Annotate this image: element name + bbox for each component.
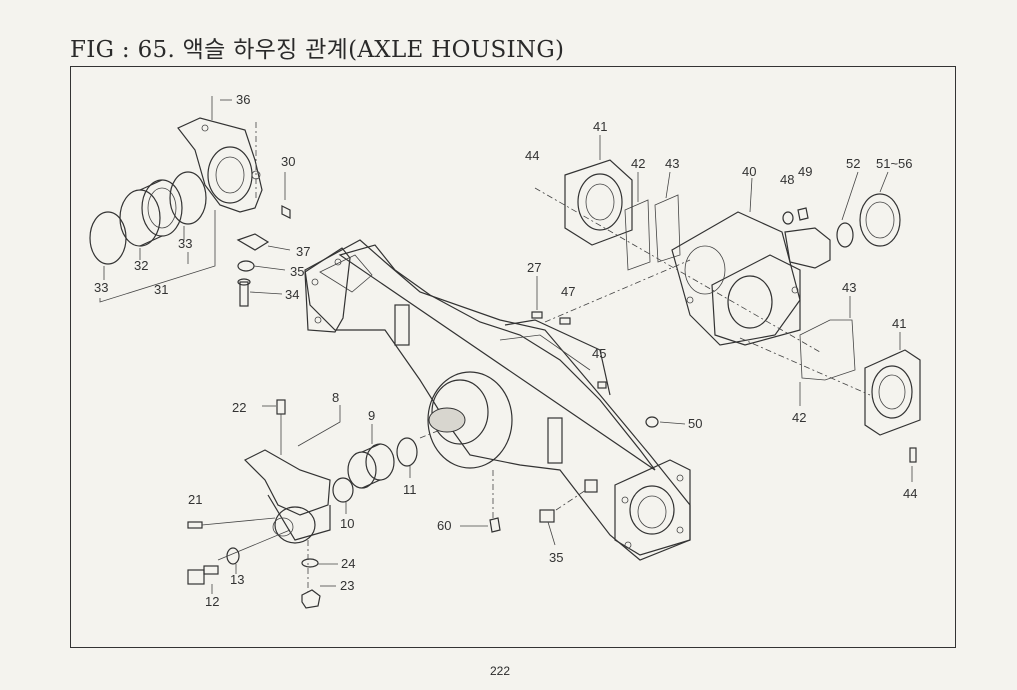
- callout-9: 9: [368, 408, 375, 423]
- callout-10: 10: [340, 516, 354, 531]
- callout-40: 40: [742, 164, 756, 179]
- bushing-9: [347, 443, 395, 489]
- callout-21: 21: [188, 492, 202, 507]
- callout-42-upper: 42: [631, 156, 645, 171]
- callout-24: 24: [341, 556, 355, 571]
- bolt-12: [187, 565, 219, 585]
- pin-21: [187, 521, 203, 529]
- gasket-43-lower: [799, 319, 856, 381]
- callout-35: 35: [290, 264, 304, 279]
- differential-carrier-40: [671, 211, 801, 346]
- plug-50: [645, 416, 659, 428]
- callout-labels: 36 30 37 35 34 33 33 32 31 27 44 41 42 4…: [94, 92, 917, 609]
- trunnion-bracket-assembly: [177, 117, 263, 213]
- callout-13: 13: [230, 572, 244, 587]
- pin-22: [276, 399, 286, 415]
- plug-45: [597, 381, 607, 389]
- callout-44-upper: 44: [525, 148, 539, 163]
- bolt-47: [559, 317, 571, 325]
- callout-31: 31: [154, 282, 168, 297]
- callout-30: 30: [281, 154, 295, 169]
- callout-34: 34: [285, 287, 299, 302]
- axle-housing-body: [304, 239, 691, 561]
- callout-33-left: 33: [94, 280, 108, 295]
- washer-37: [236, 233, 270, 251]
- gasket-42-upper: [624, 199, 651, 271]
- callout-27: 27: [527, 260, 541, 275]
- callout-43-upper: 43: [665, 156, 679, 171]
- callout-22: 22: [232, 400, 246, 415]
- callout-47: 47: [561, 284, 575, 299]
- support-bracket-8: [243, 449, 331, 544]
- callout-50: 50: [688, 416, 702, 431]
- callout-49: 49: [798, 164, 812, 179]
- callout-52: 52: [846, 156, 860, 171]
- callout-48: 48: [780, 172, 794, 187]
- plug-60: [489, 517, 501, 533]
- bearing-ring-33-right: [169, 171, 207, 225]
- callout-32: 32: [134, 258, 148, 273]
- figure-title: FIG : 65. 액슬 하우징 관계(AXLE HOUSING): [70, 37, 565, 63]
- left-end-flange: [304, 247, 351, 333]
- bushing-32: [119, 179, 183, 247]
- callout-41-lower: 41: [892, 316, 906, 331]
- callout-41-upper: 41: [593, 119, 607, 134]
- ring-10: [332, 477, 354, 503]
- callout-42-lower: 42: [792, 410, 806, 425]
- callout-60: 60: [437, 518, 451, 533]
- callout-51-56: 51~56: [876, 156, 913, 171]
- callout-43-lower: 43: [842, 280, 856, 295]
- cover-plate-41-upper: [564, 159, 633, 246]
- page-number: 222: [490, 664, 511, 678]
- callout-45: 45: [592, 346, 606, 361]
- cover-plate-41-lower: [864, 349, 921, 436]
- right-end-flange: [614, 459, 691, 556]
- bolt-44-lower: [909, 447, 917, 463]
- washer-13: [226, 547, 240, 565]
- callout-12: 12: [205, 594, 219, 609]
- pinion-shaft-52: [784, 222, 854, 269]
- ring-11: [396, 437, 418, 467]
- callout-37: 37: [296, 244, 310, 259]
- callout-35-lower: 35: [549, 550, 563, 565]
- callout-8: 8: [332, 390, 339, 405]
- bolt-35-lower: [539, 479, 598, 523]
- bolt-48: [782, 211, 794, 225]
- drawing-frame: [70, 66, 956, 648]
- gasket-43-upper: [654, 194, 681, 263]
- pin-30: [281, 205, 291, 219]
- callout-23: 23: [340, 578, 354, 593]
- oil-seal-51-56: [859, 193, 901, 247]
- stud-27: [531, 311, 543, 319]
- nut-49: [797, 207, 809, 221]
- callout-11: 11: [403, 482, 417, 497]
- washer-35: [237, 260, 255, 272]
- callout-36: 36: [236, 92, 250, 107]
- bolt-34: [237, 278, 251, 307]
- washer-24: [301, 558, 319, 568]
- callout-33-right: 33: [178, 236, 192, 251]
- callout-44-lower: 44: [903, 486, 917, 501]
- nut-23: [301, 589, 321, 609]
